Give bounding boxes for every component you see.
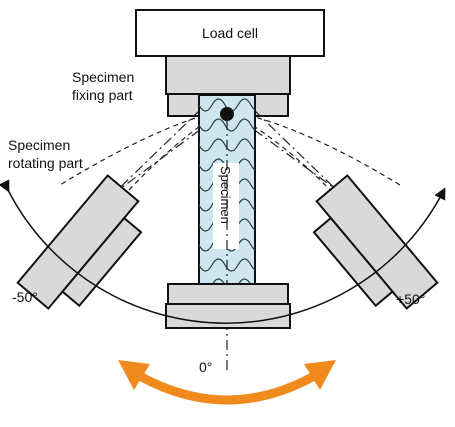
rotation-arc bbox=[0, 179, 446, 324]
fixing-part-label: Specimen fixing part bbox=[72, 69, 134, 103]
rotating-part-label: Specimen rotating part bbox=[8, 137, 83, 171]
svg-text:rotating part: rotating part bbox=[8, 155, 83, 171]
lower-fixing-part bbox=[165, 283, 291, 329]
load-cell: Load cell bbox=[135, 9, 325, 57]
rotation-arrow-icon bbox=[118, 360, 336, 405]
plus-50-label: +50° bbox=[396, 291, 425, 307]
minus-50-label: -50° bbox=[12, 289, 38, 305]
svg-text:Specimen: Specimen bbox=[8, 137, 70, 153]
svg-text:fixing part: fixing part bbox=[72, 87, 133, 103]
load-cell-label: Load cell bbox=[202, 25, 258, 41]
right-rotating-part bbox=[312, 174, 439, 310]
zero-degree-label: 0° bbox=[199, 359, 212, 375]
left-rotating-part bbox=[16, 174, 143, 310]
specimen-label: Specimen bbox=[218, 166, 233, 224]
svg-text:Specimen: Specimen bbox=[72, 69, 134, 85]
rotation-center bbox=[220, 107, 234, 121]
